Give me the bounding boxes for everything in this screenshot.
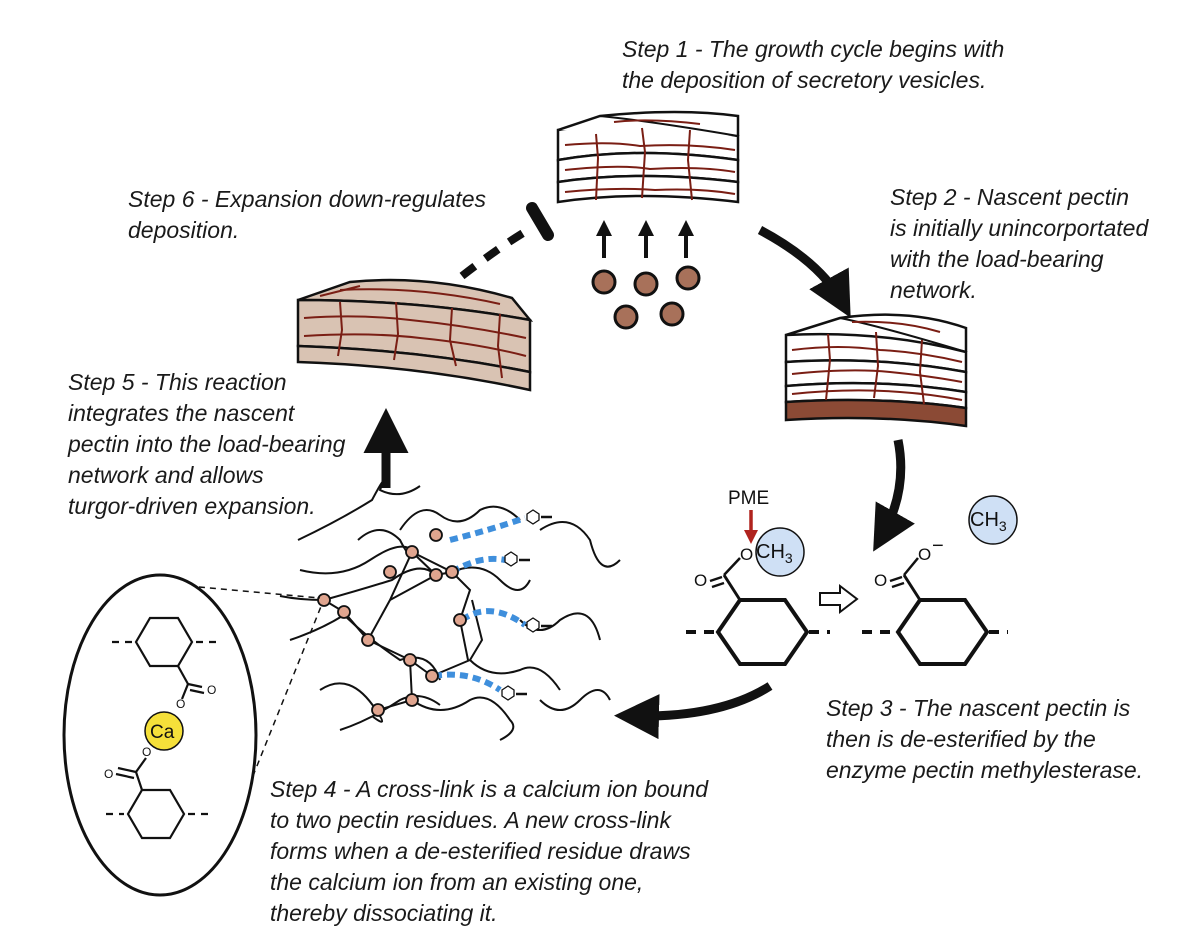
step-2-line: network. — [890, 277, 977, 303]
network-node — [453, 613, 467, 627]
oxygen-label: O — [142, 745, 151, 759]
network-node — [403, 653, 417, 667]
step-6-caption: Step 6 - Expansion down-regulates deposi… — [128, 184, 486, 246]
network-node — [317, 593, 331, 607]
vesicle — [675, 265, 701, 291]
oxygen-label: O — [207, 683, 216, 697]
vesicle — [633, 271, 659, 297]
oxygen-label: O — [740, 545, 753, 564]
step-4-caption: Step 4 - A cross-link is a calcium ion b… — [270, 774, 708, 929]
oxygen-label: O — [874, 571, 887, 590]
crosslink — [460, 608, 527, 628]
methyl-label: CH3 — [756, 541, 793, 566]
oxygen-label: O — [694, 571, 707, 590]
step-2-line: with the load-bearing — [890, 246, 1104, 272]
network-node — [429, 528, 443, 542]
step-1-line: Step 1 - The growth cycle begins with — [622, 36, 1005, 62]
network-node — [405, 545, 419, 559]
vesicle — [659, 301, 685, 327]
step-4-line: the calcium ion from an existing one, — [270, 869, 644, 895]
step-5-line: integrates the nascent — [68, 400, 295, 426]
crosslink — [449, 515, 526, 543]
network-node — [371, 703, 385, 717]
crosslink — [450, 555, 506, 575]
cell-wall-block-step1 — [556, 110, 740, 204]
step-3-line: Step 3 - The nascent pectin is — [826, 695, 1131, 721]
network-node — [361, 633, 375, 647]
network-node — [429, 568, 443, 582]
oxygen-label: O — [104, 767, 113, 781]
step-4-line: thereby dissociating it. — [270, 900, 498, 926]
step-4-line: to two pectin residues. A new cross-link — [270, 807, 671, 833]
inset-upper-residue — [112, 616, 216, 700]
step-1-caption: Step 1 - The growth cycle begins with th… — [622, 34, 1004, 96]
reaction-arrow — [819, 583, 859, 615]
secretory-vesicles — [591, 265, 701, 330]
step-5-line: Step 5 - This reaction — [68, 369, 287, 395]
step-5-line: network and allows — [68, 462, 264, 488]
step-2-line: Step 2 - Nascent pectin — [890, 184, 1130, 210]
step-6-line: deposition. — [128, 217, 240, 243]
network-node — [425, 669, 439, 683]
step-3-line: enzyme pectin methylesterase. — [826, 757, 1144, 783]
calcium-crosslinks — [433, 515, 527, 693]
vesicle — [591, 269, 617, 295]
arrow-step3-to-step4 — [614, 682, 773, 740]
step-3-line: then is de-esterified by the — [826, 726, 1096, 752]
cell-wall-block-step5 — [296, 278, 534, 392]
enzyme-label: PME — [728, 488, 769, 509]
step-5-caption: Step 5 - This reaction integrates the na… — [68, 367, 345, 522]
inhibition-bar-step6 — [526, 202, 554, 241]
released-methyl-group — [968, 495, 1018, 545]
calcium-label: Ca — [150, 722, 175, 743]
inset-pointer-line — [187, 585, 321, 599]
negative-charge: − — [932, 535, 944, 557]
step-4-line: forms when a de-esterified residue draws — [270, 838, 691, 864]
step-2-caption: Step 2 - Nascent pectin is initially uni… — [890, 182, 1148, 306]
calcium-ion — [144, 711, 184, 751]
methyl-label: CH3 — [970, 509, 1007, 534]
pectin-network — [279, 481, 621, 741]
inset-lower-residue — [106, 757, 210, 840]
network-node — [445, 565, 459, 579]
oxygen-label: O — [176, 697, 185, 711]
network-nodes — [317, 528, 467, 717]
step-4-line: Step 4 - A cross-link is a calcium ion b… — [270, 776, 709, 802]
step-5-line: pectin into the load-bearing — [68, 431, 346, 457]
inhibition-line-step6 — [459, 226, 531, 280]
arrow-step2-to-step3 — [873, 439, 915, 552]
step-2-line: is initially unincorportated — [890, 215, 1149, 241]
step-6-line: Step 6 - Expansion down-regulates — [128, 186, 486, 212]
step-5-line: turgor-driven expansion. — [68, 493, 316, 519]
pectin-ring-tips — [501, 509, 540, 701]
network-node — [405, 693, 419, 707]
cell-wall-block-step2 — [784, 313, 968, 428]
network-node — [337, 605, 351, 619]
network-node — [383, 565, 397, 579]
pectin-residue-deesterified — [862, 557, 1008, 666]
vesicle — [613, 304, 639, 330]
arrow-step1-to-step2 — [757, 226, 851, 318]
crosslink — [433, 671, 502, 693]
step-3-caption: Step 3 - The nascent pectin is then is d… — [826, 693, 1143, 786]
step-1-line: the deposition of secretory vesicles. — [622, 67, 987, 93]
pectin-residue-esterified — [686, 557, 830, 666]
oxygen-label: O — [918, 545, 931, 564]
methyl-group — [755, 527, 805, 577]
